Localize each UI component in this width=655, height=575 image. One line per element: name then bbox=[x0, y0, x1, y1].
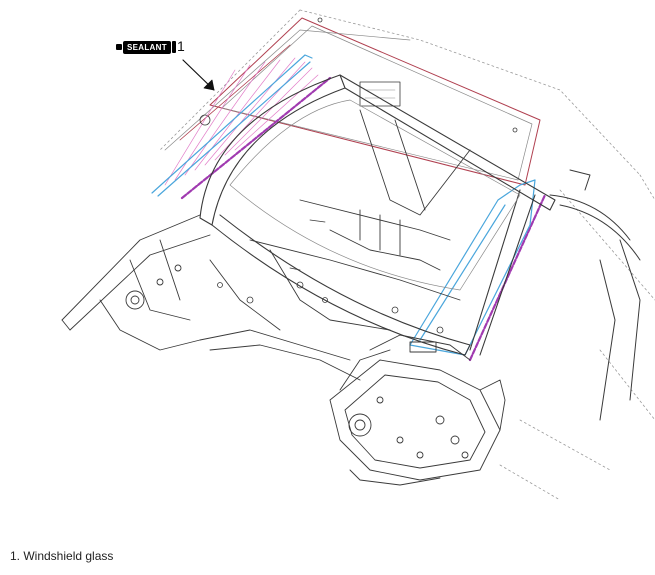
callout-number: 1 bbox=[177, 38, 185, 54]
sealant-nozzle bbox=[116, 44, 122, 50]
windshield-glass bbox=[164, 17, 541, 186]
roof-structure bbox=[549, 169, 641, 421]
sealant-cap bbox=[171, 41, 176, 53]
right-wheelhouse-structure bbox=[329, 334, 506, 486]
sealant-tube-icon: SEALANT bbox=[116, 40, 176, 54]
cowl-and-pillar-structure bbox=[209, 109, 471, 331]
figure-caption: 1. Windshield glass bbox=[10, 549, 114, 563]
body-outline-dashed bbox=[159, 9, 655, 501]
front-apron-structure bbox=[61, 214, 361, 381]
detail-holes bbox=[217, 219, 444, 334]
pink-alignment-lines bbox=[164, 57, 319, 186]
windshield-installation-diagram: SEALANT 1 bbox=[61, 9, 655, 501]
callout-arrow bbox=[182, 59, 215, 91]
sealant-bead bbox=[180, 76, 547, 362]
vehicle-front-structure-drawing bbox=[61, 9, 655, 501]
sealant-label: SEALANT bbox=[123, 40, 171, 54]
windshield-opening-frame bbox=[199, 74, 556, 356]
